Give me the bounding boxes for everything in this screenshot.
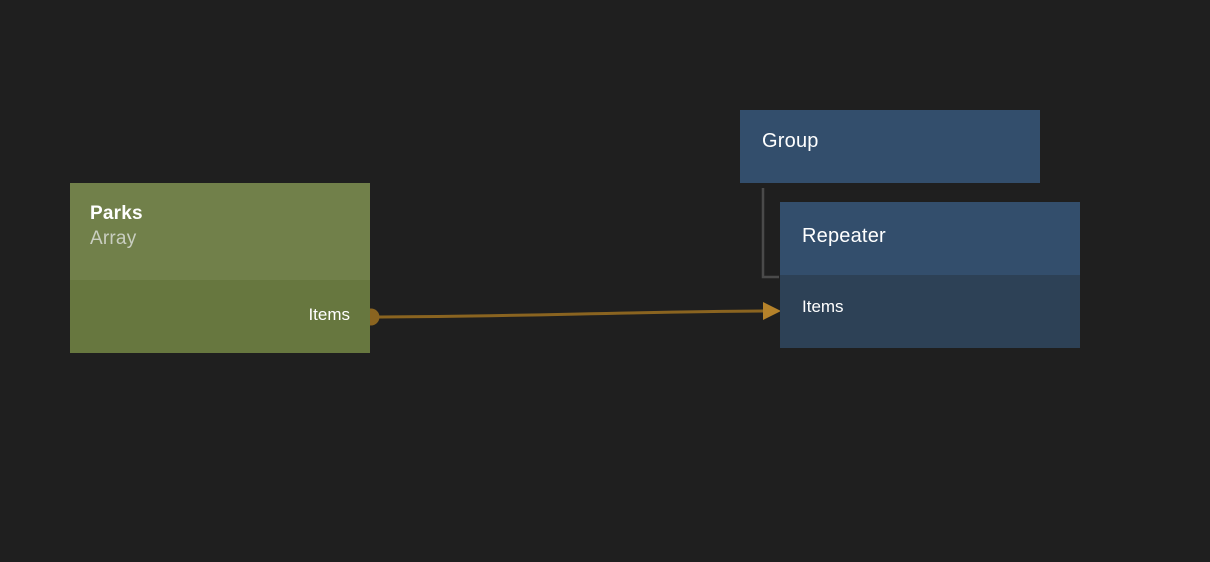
connector-group-to-repeater bbox=[761, 188, 779, 279]
node-repeater-title: Repeater bbox=[802, 225, 886, 247]
connector-parks-items-to-repeater-items[interactable] bbox=[370, 309, 767, 319]
node-group[interactable]: Group bbox=[740, 110, 1040, 183]
connector-arrowhead-icon bbox=[763, 302, 781, 320]
node-parks[interactable]: Parks Array Items bbox=[70, 183, 370, 353]
node-repeater-header[interactable]: Repeater bbox=[780, 202, 1080, 275]
node-group-title: Group bbox=[762, 130, 819, 152]
node-parks-body[interactable]: Items bbox=[70, 280, 370, 353]
node-repeater-input-port-items[interactable]: Items bbox=[802, 297, 844, 316]
node-parks-subtitle: Array bbox=[90, 228, 137, 249]
node-parks-header[interactable]: Parks Array bbox=[70, 183, 370, 280]
node-parks-title: Parks bbox=[90, 203, 143, 224]
node-repeater[interactable]: Repeater Items bbox=[780, 202, 1080, 348]
node-parks-output-port-items[interactable]: Items bbox=[308, 305, 350, 324]
node-repeater-body[interactable]: Items bbox=[780, 275, 1080, 348]
